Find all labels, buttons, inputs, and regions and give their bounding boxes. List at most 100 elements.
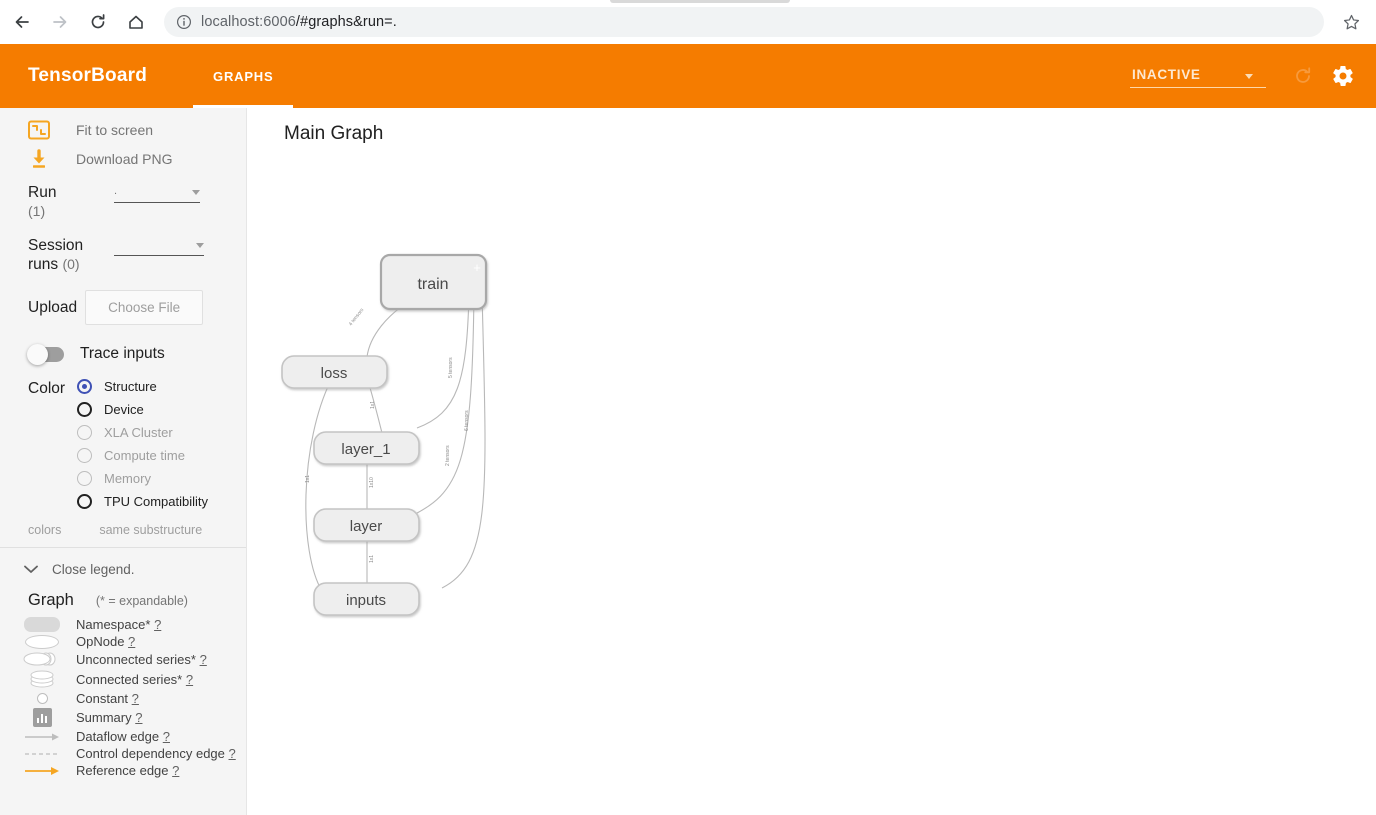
- color-footnote-left: colors: [28, 523, 62, 537]
- bookmark-button[interactable]: [1334, 5, 1368, 39]
- legend-item-reference-edge: Reference edge ?: [0, 762, 246, 779]
- color-option-label: TPU Compatibility: [104, 494, 209, 509]
- graph-node-inputs[interactable]: inputs: [313, 582, 420, 616]
- fit-to-screen-button[interactable]: Fit to screen: [0, 108, 246, 144]
- color-option-tpu-compatibility[interactable]: TPU Compatibility: [77, 494, 208, 509]
- session-runs-label: Session runs (0): [28, 237, 106, 274]
- color-option-xla-cluster: XLA Cluster: [77, 425, 208, 440]
- edge-label-layer-layer1: 1x10: [369, 477, 375, 488]
- refresh-icon: [1296, 67, 1311, 83]
- chevron-down-icon: [1244, 73, 1253, 79]
- session-runs-label-text: Session: [28, 237, 84, 254]
- legend-item-label: Connected series*: [76, 671, 183, 687]
- edge-inputs-train: [441, 292, 486, 589]
- gear-icon: [1333, 65, 1353, 86]
- session-runs-label-text2: runs: [28, 256, 59, 273]
- settings-button[interactable]: [1326, 59, 1360, 93]
- help-link[interactable]: ?: [162, 729, 170, 744]
- radio-icon: [77, 471, 92, 486]
- page-title: Main Graph: [284, 123, 384, 144]
- app-brand: TensorBoard: [28, 65, 148, 86]
- tab-graphs[interactable]: GRAPHS: [193, 44, 294, 108]
- edge-label-layer1-loss: 1x1: [370, 401, 376, 409]
- radio-icon: [77, 448, 92, 463]
- download-png-label: Download PNG: [76, 151, 173, 167]
- run-count: (1): [28, 203, 46, 219]
- legend-hint: (* = expandable): [95, 594, 188, 608]
- radio-icon: [77, 494, 92, 509]
- help-link[interactable]: ?: [128, 634, 136, 649]
- help-link[interactable]: ?: [185, 671, 194, 687]
- legend-item-label: Dataflow edge: [76, 729, 160, 744]
- url-path: /#graphs&run=.: [295, 14, 397, 30]
- edge-inputs-loss: [305, 377, 333, 592]
- info-circle-icon: [176, 14, 192, 30]
- close-legend-button[interactable]: Close legend.: [0, 548, 246, 583]
- trace-inputs-toggle[interactable]: [27, 343, 64, 365]
- home-icon: [129, 15, 143, 29]
- edge-label-inputs-train: 2 tensors: [445, 445, 451, 466]
- graph-node-label: inputs: [346, 592, 386, 609]
- legend-item-connected-series: Connected series* ?: [0, 668, 246, 690]
- sidebar: Fit to screen Download PNG Run (1) .: [0, 108, 247, 815]
- close-legend-label: Close legend.: [52, 562, 135, 577]
- url-bar[interactable]: localhost:6006/#graphs&run=.: [164, 7, 1324, 37]
- session-runs-select[interactable]: [114, 239, 204, 256]
- help-link[interactable]: ?: [154, 617, 162, 632]
- edge-label-inputs-layer: 1x1: [369, 555, 375, 563]
- color-option-label: Structure: [104, 379, 157, 394]
- run-state-dropdown[interactable]: INACTIVE: [1130, 65, 1266, 88]
- session-runs-field: Session runs (0): [0, 221, 246, 274]
- graph-node-loss[interactable]: loss: [281, 355, 388, 389]
- graph-canvas[interactable]: Main Graph: [247, 108, 1376, 815]
- app-header: TensorBoard GRAPHS INACTIVE: [0, 44, 1376, 108]
- reload-button[interactable]: [82, 6, 114, 38]
- edge-layer-train: [406, 292, 477, 519]
- help-link[interactable]: ?: [172, 763, 180, 778]
- legend-item-label: Constant: [76, 691, 129, 706]
- legend-item-opnode: OpNode ?: [0, 633, 246, 650]
- color-footnote: colors same substructure: [0, 509, 246, 548]
- help-link[interactable]: ?: [131, 691, 139, 706]
- color-option-structure[interactable]: Structure: [77, 379, 208, 394]
- refresh-button[interactable]: [1286, 59, 1320, 93]
- run-select[interactable]: .: [114, 186, 200, 203]
- color-option-label: Memory: [104, 471, 151, 486]
- opnode-glyph-icon: [22, 634, 62, 649]
- session-runs-count: (0): [62, 256, 80, 272]
- home-button[interactable]: [120, 6, 152, 38]
- header-right-controls: INACTIVE: [1130, 44, 1376, 108]
- legend-item-control-dependency-edge: Control dependency edge ?: [0, 745, 246, 762]
- graph-svg[interactable]: 4 tensors 5 tensors 6 tensors 2 tensors …: [277, 163, 1376, 815]
- star-outline-icon: [1343, 14, 1359, 29]
- graph-node-label: train: [417, 276, 448, 293]
- color-option-compute-time: Compute time: [77, 448, 208, 463]
- help-link[interactable]: ?: [199, 651, 207, 667]
- back-button[interactable]: [6, 6, 38, 38]
- graph-node-label: layer: [350, 518, 383, 535]
- chevron-down-icon: [196, 243, 204, 248]
- trace-inputs-row: Trace inputs: [0, 325, 246, 365]
- color-section: Color Structure Device XLA Cluster Compu…: [0, 363, 246, 509]
- graph-node-layer[interactable]: layer: [313, 508, 420, 542]
- help-link[interactable]: ?: [135, 710, 143, 725]
- graph-node-layer_1[interactable]: layer_1: [313, 431, 420, 465]
- help-link[interactable]: ?: [228, 746, 236, 761]
- upload-label: Upload: [28, 298, 78, 316]
- edge-label-layer-train: 6 tensors: [464, 410, 470, 431]
- url-text: localhost:6006/#graphs&run=.: [201, 14, 397, 30]
- run-field: Run (1) .: [0, 178, 246, 221]
- graph-node-train[interactable]: train +: [379, 253, 488, 311]
- forward-button[interactable]: [44, 6, 76, 38]
- summary-glyph-icon: [22, 708, 62, 727]
- reference-edge-glyph-icon: [22, 765, 62, 777]
- download-png-button[interactable]: Download PNG: [0, 144, 246, 178]
- edge-layer1-train: [416, 292, 472, 429]
- color-option-memory: Memory: [77, 471, 208, 486]
- color-option-device[interactable]: Device: [77, 402, 208, 417]
- legend-item-label: Namespace*: [76, 617, 151, 632]
- graph-nodes[interactable]: train + loss layer_1 layer inputs: [281, 253, 488, 616]
- color-radio-group: Structure Device XLA Cluster Compute tim…: [77, 379, 208, 509]
- choose-file-button[interactable]: Choose File: [85, 290, 204, 325]
- run-label-text: Run: [28, 184, 57, 201]
